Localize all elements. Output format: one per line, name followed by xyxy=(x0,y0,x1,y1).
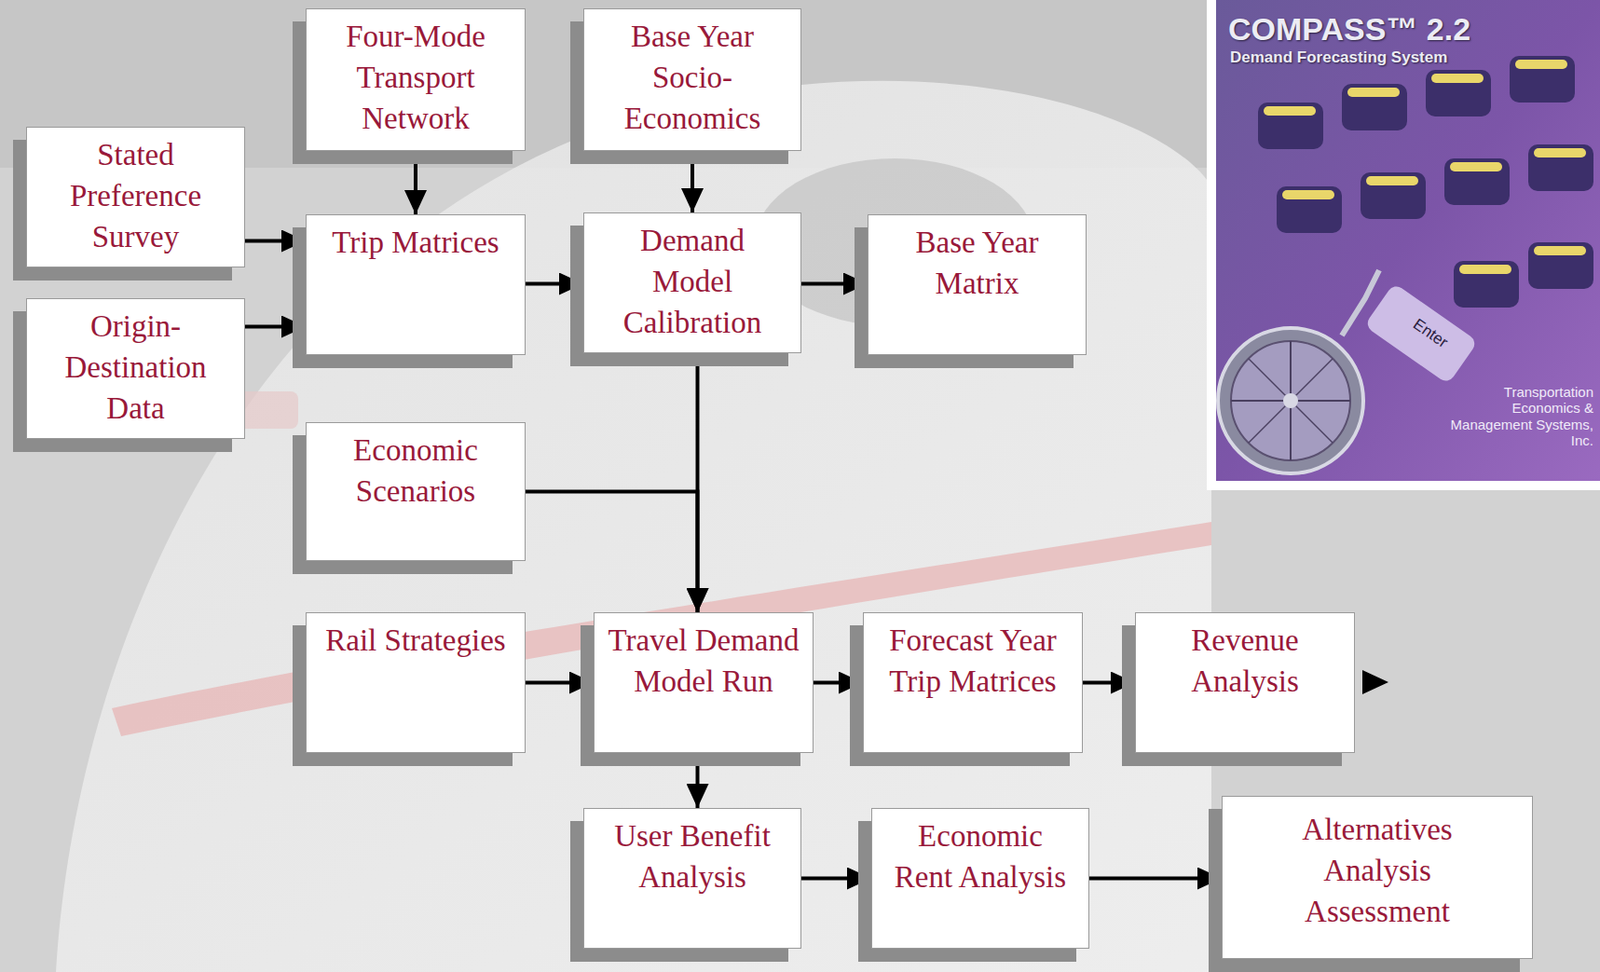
process-box: Four-Mode Transport Network xyxy=(305,8,526,151)
key xyxy=(1528,242,1594,289)
flow-arrow xyxy=(801,282,868,287)
key xyxy=(1528,144,1594,192)
box-label: Stated Preference Survey xyxy=(40,135,232,259)
flow-arrow xyxy=(525,282,584,287)
key-highlight xyxy=(1263,106,1316,116)
key xyxy=(1453,260,1519,308)
compass-line xyxy=(1248,358,1333,443)
flow-arrow xyxy=(413,150,418,215)
flow-arrow xyxy=(690,150,695,213)
box-label: Travel Demand Model Run xyxy=(607,620,800,703)
box-label: Demand Model Calibration xyxy=(597,220,788,344)
process-box: Economic Rent Analysis xyxy=(871,807,1090,949)
key-highlight xyxy=(1347,87,1400,97)
box-label: Economic Rent Analysis xyxy=(885,816,1076,899)
key-highlight xyxy=(1533,246,1587,256)
flow-arrow xyxy=(696,752,700,808)
flow-arrow xyxy=(813,681,863,685)
box-label: Origin-Destination Data xyxy=(40,306,232,430)
key-highlight xyxy=(1515,59,1568,69)
process-box: Stated Preference Survey xyxy=(26,126,246,268)
key xyxy=(1360,172,1426,219)
compass-chain xyxy=(1341,270,1380,336)
box-label: Base Year Matrix xyxy=(881,222,1073,305)
key-highlight xyxy=(1459,264,1512,274)
key-highlight xyxy=(1282,190,1335,200)
process-box: Economic Scenarios xyxy=(305,422,526,561)
flow-arrow xyxy=(1082,681,1136,685)
compass-symbol xyxy=(1217,270,1380,474)
key xyxy=(1509,55,1575,103)
process-box: Alternatives Analysis Assessment xyxy=(1221,795,1533,959)
process-box: Rail Strategies xyxy=(305,612,526,753)
key xyxy=(1425,69,1491,117)
box-label: Revenue Analysis xyxy=(1148,620,1341,703)
cover-frame xyxy=(1206,0,1600,491)
process-box: Demand Model Calibration xyxy=(583,212,802,354)
box-label: Alternatives Analysis Assessment xyxy=(1250,809,1505,933)
compass-rim xyxy=(1217,328,1364,474)
process-box: Travel Demand Model Run xyxy=(593,612,814,753)
key-highlight xyxy=(1431,73,1484,83)
cover-text: Demand Forecasting System xyxy=(1230,48,1585,68)
box-label: Rail Strategies xyxy=(319,620,512,662)
box-label: Trip Matrices xyxy=(319,222,512,264)
key xyxy=(1444,158,1510,206)
enter-key xyxy=(1364,283,1478,385)
box-label: Forecast Year Trip Matrices xyxy=(876,620,1069,703)
key xyxy=(1341,83,1408,131)
box-label: Four-Mode Transport Network xyxy=(319,16,512,140)
box-label: User Benefit Analysis xyxy=(597,816,788,899)
compass-pivot xyxy=(1283,393,1299,409)
box-label: Base Year Socio-Economics xyxy=(597,16,788,140)
process-box: Forecast Year Trip Matrices xyxy=(862,612,1083,753)
key xyxy=(1276,186,1342,233)
box-label: Economic Scenarios xyxy=(319,430,512,513)
compass-face xyxy=(1230,341,1351,461)
flow-arrow xyxy=(245,239,306,244)
flow-arrow xyxy=(245,325,306,329)
key-highlight xyxy=(1366,176,1419,186)
flow-arrow xyxy=(525,681,594,685)
process-box: Trip Matrices xyxy=(305,214,526,356)
process-box: Revenue Analysis xyxy=(1135,612,1355,753)
cover-text: COMPASS™ 2.2 xyxy=(1228,11,1583,48)
process-box: Base Year Matrix xyxy=(867,214,1087,356)
compass-line xyxy=(1248,358,1333,443)
flow-arrow xyxy=(1089,876,1222,881)
cover-text: Transportation Economics & Management Sy… xyxy=(1439,383,1594,449)
key xyxy=(1258,102,1324,150)
flow-arrow xyxy=(525,492,698,614)
key-highlight xyxy=(1533,148,1587,158)
process-box: Base Year Socio-Economics xyxy=(583,8,802,151)
outgoing-arrowhead xyxy=(1362,670,1389,695)
flow-arrow xyxy=(801,876,872,881)
process-box: User Benefit Analysis xyxy=(583,807,802,949)
process-box: Origin-Destination Data xyxy=(26,298,246,439)
cover-image xyxy=(1216,0,1600,481)
key-highlight xyxy=(1449,162,1503,172)
